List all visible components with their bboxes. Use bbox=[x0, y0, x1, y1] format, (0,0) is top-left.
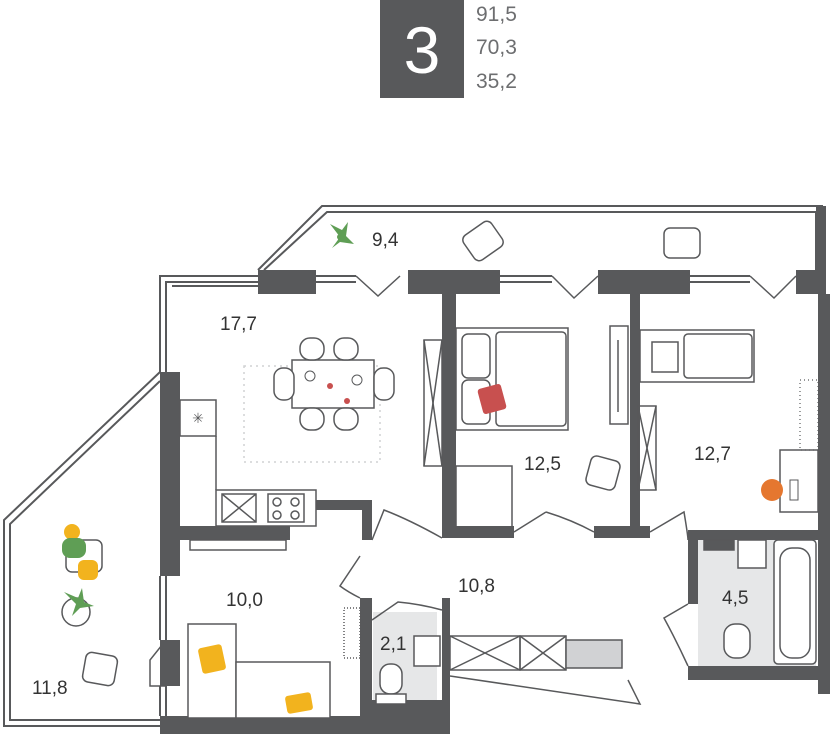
room-area-hallway: 10,8 bbox=[458, 576, 495, 597]
desk bbox=[761, 379, 819, 513]
hallway-cabinets bbox=[343, 607, 623, 671]
potted-plant-icon bbox=[61, 588, 94, 627]
room-area-living-room: 10,0 bbox=[226, 590, 263, 611]
room-area-bedroom-2: 12,7 bbox=[694, 444, 731, 465]
room-area-balcony-top: 9,4 bbox=[372, 230, 399, 251]
living-area: 70,3 bbox=[476, 36, 517, 59]
room-area-bathroom: 4,5 bbox=[722, 588, 748, 609]
sofa bbox=[187, 539, 331, 719]
wardrobes bbox=[423, 325, 657, 529]
walls bbox=[160, 206, 830, 734]
plant-icon bbox=[330, 222, 354, 248]
doors bbox=[149, 509, 689, 705]
total-area: 91,5 bbox=[476, 3, 517, 26]
room-count-badge bbox=[380, 0, 464, 98]
window-swings bbox=[355, 275, 797, 300]
room-area-bedroom-1: 12,5 bbox=[524, 454, 561, 475]
extractor-icon: ✳ bbox=[192, 411, 204, 427]
double-bed bbox=[455, 327, 569, 431]
kitchen-area: 35,2 bbox=[476, 70, 517, 93]
armchairs bbox=[81, 220, 701, 687]
person-icon bbox=[62, 524, 103, 580]
window-frames bbox=[159, 275, 750, 716]
room-area-balcony-left: 11,8 bbox=[32, 678, 68, 699]
balcony-left-outline bbox=[3, 371, 161, 727]
dining-table bbox=[243, 337, 395, 463]
room-area-kitchen-living: 17,7 bbox=[220, 314, 257, 335]
room-count: 3 bbox=[403, 13, 441, 87]
kitchen-counter bbox=[179, 399, 317, 527]
toilet-fixtures bbox=[375, 635, 441, 705]
single-bed bbox=[639, 329, 755, 383]
room-area-toilet: 2,1 bbox=[380, 634, 406, 655]
bathroom-fixtures bbox=[703, 539, 817, 665]
